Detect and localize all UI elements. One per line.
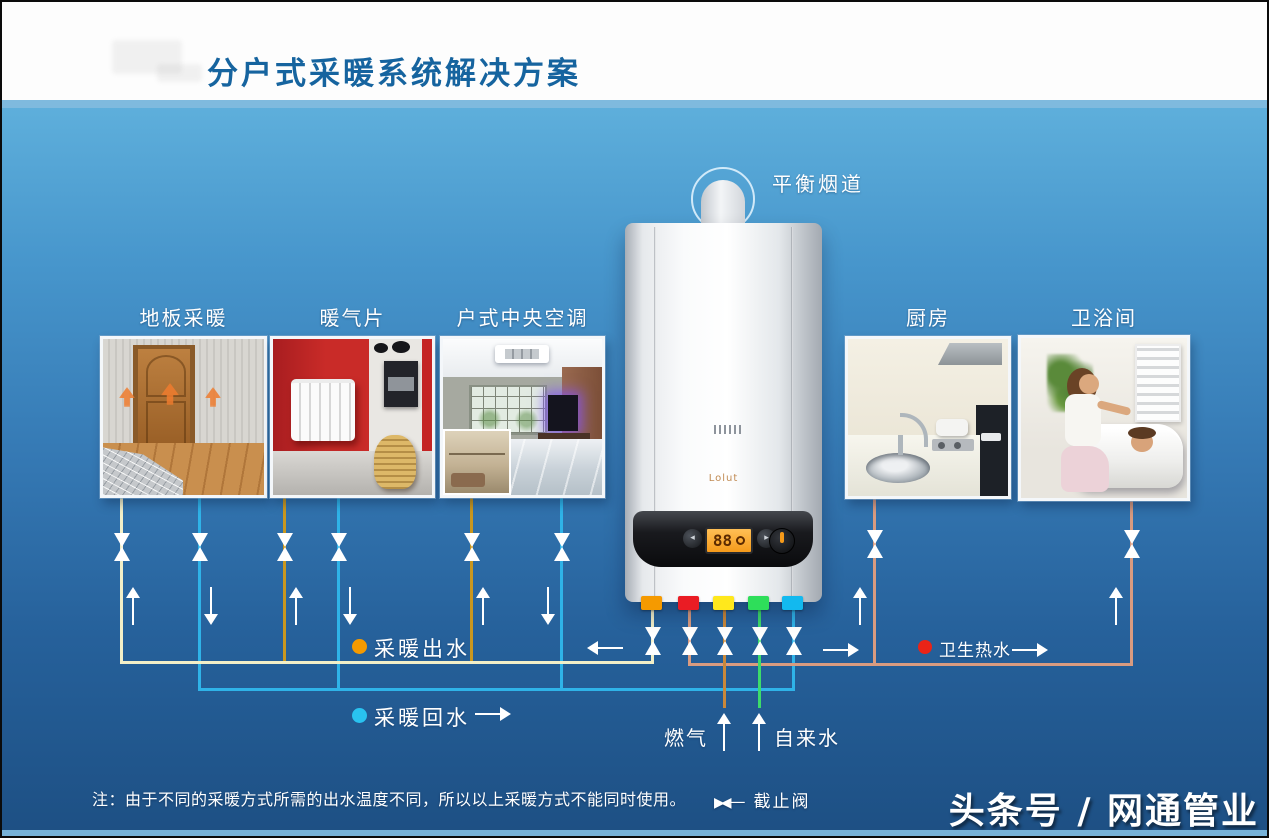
- heating-return-dot: [352, 708, 367, 723]
- boiler-connector-cyan: [782, 596, 803, 610]
- boiler-display-clock-icon: [736, 536, 746, 545]
- boiler-panel-seam: [654, 227, 656, 598]
- erased-logo-smudge: [112, 40, 182, 74]
- heating-outlet-label: 采暖出水: [374, 637, 470, 661]
- wall-hung-boiler: Lolut ◂ 88 ▸: [625, 223, 822, 610]
- valve-symbol-icon: ▶◀: [714, 795, 731, 811]
- sanitary-hot-water-label: 卫生热水: [939, 641, 1011, 661]
- pipe-gas: [723, 608, 726, 708]
- flow-arrow-up-icon: [476, 587, 490, 625]
- valve-legend-label: 截止阀: [753, 792, 811, 812]
- pipe-ac-outlet: [470, 498, 473, 664]
- pipe-outlet-main: [120, 661, 654, 664]
- boiler-panel-seam: [791, 227, 793, 598]
- boiler-display: 88: [705, 527, 753, 554]
- kt-sink: [866, 453, 930, 483]
- boiler-connector-red: [678, 596, 699, 610]
- pipe-sanitary-kitchen: [873, 499, 876, 665]
- footnote: 注：由于不同的采暖方式所需的出水温度不同，所以以上采暖方式不能同时使用。: [92, 790, 687, 809]
- kitchen-photo: [845, 336, 1011, 499]
- flue-label: 平衡烟道: [772, 172, 864, 196]
- flow-arrow-right-icon: [1012, 643, 1048, 657]
- pipe-sanitary-bathroom: [1130, 499, 1133, 665]
- boiler-button-left: ◂: [683, 529, 702, 548]
- bt-child: [1128, 427, 1156, 452]
- tapwater-label: 自来水: [774, 726, 840, 750]
- pipe-return-main: [198, 688, 795, 691]
- flow-arrow-left-icon: [587, 641, 623, 655]
- pipe-radiator-outlet: [283, 498, 286, 664]
- rd-oven: [384, 361, 418, 407]
- tapwater-inlet-arrow-icon: [752, 713, 766, 751]
- bt-mother-body: [1065, 394, 1101, 446]
- rd-red-strip: [422, 339, 432, 457]
- flow-arrow-right-icon: [475, 707, 511, 721]
- pipe-tapwater: [758, 608, 761, 708]
- boiler-connector-orange: [641, 596, 662, 610]
- boiler-display-value: 88: [712, 530, 733, 550]
- bathroom-photo: [1018, 335, 1190, 501]
- valve-legend: ▶◀—截止阀: [714, 792, 811, 812]
- fh-door: [138, 349, 190, 447]
- ac-window: [469, 385, 547, 435]
- boiler-knob: [769, 528, 795, 554]
- flow-arrow-up-icon: [289, 587, 303, 625]
- flow-arrow-down-icon: [343, 587, 357, 625]
- rd-sconce: [374, 343, 388, 353]
- room-label-floor-heating: 地板采暖: [139, 306, 228, 330]
- flow-arrow-up-icon: [853, 587, 867, 625]
- bt-mother-legs: [1061, 446, 1109, 492]
- room-label-radiator: 暖气片: [319, 306, 386, 330]
- ac-inset-photo: [443, 429, 511, 495]
- bt-mother-head: [1079, 374, 1099, 394]
- flue-pipe: [701, 180, 745, 225]
- room-label-bathroom: 卫浴间: [1071, 306, 1137, 330]
- bottom-strip: [2, 830, 1267, 836]
- kt-range-hood: [938, 343, 1002, 365]
- kt-faucet: [900, 413, 928, 447]
- kt-hob: [932, 439, 974, 451]
- radiator-photo: [270, 336, 435, 498]
- room-label-kitchen: 厨房: [906, 306, 950, 330]
- gas-label: 燃气: [664, 726, 708, 750]
- flow-arrow-up-icon: [126, 587, 140, 625]
- heating-outlet-dot: [352, 639, 367, 654]
- flow-arrow-down-icon: [204, 587, 218, 625]
- gas-inlet-arrow-icon: [717, 713, 731, 751]
- watermark: 头条号 / 网通管业: [948, 791, 1259, 832]
- rd-wicker-chair: [374, 435, 416, 489]
- rd-sconce: [392, 341, 410, 353]
- flow-arrow-down-icon: [541, 587, 555, 625]
- pipe-sanitary-main: [688, 663, 1133, 666]
- sanitary-hot-water-dot: [918, 640, 932, 654]
- room-label-central-ac: 户式中央空调: [456, 306, 589, 330]
- ac-cassette-unit: [495, 345, 549, 363]
- header: 分户式采暖系统解决方案: [2, 2, 1267, 100]
- bt-towel-radiator: [1135, 344, 1181, 422]
- boiler-brand: Lolut: [708, 473, 739, 484]
- pipe-ac-return: [560, 498, 563, 691]
- erased-logo-smudge: [157, 64, 202, 82]
- pipe-floorheating-outlet: [120, 498, 123, 664]
- flow-arrow-right-icon: [823, 643, 859, 657]
- floor-heating-photo: [100, 336, 267, 498]
- rd-radiator: [291, 379, 355, 441]
- kt-toaster: [936, 419, 968, 436]
- page-title: 分户式采暖系统解决方案: [207, 56, 581, 92]
- boiler-control-panel: ◂ 88 ▸: [633, 511, 813, 567]
- pipe-radiator-return: [337, 498, 340, 691]
- ac-tv: [548, 395, 578, 431]
- flow-arrow-up-icon: [1109, 587, 1123, 625]
- boiler-connector-green: [748, 596, 769, 610]
- heating-return-label: 采暖回水: [374, 706, 470, 730]
- pipe-floorheating-return: [198, 498, 201, 691]
- central-ac-photo: [440, 336, 605, 498]
- kt-black-cabinet: [976, 405, 1008, 496]
- boiler-connector-yellow: [713, 596, 734, 610]
- header-divider: [2, 100, 1267, 108]
- boiler-vents: [714, 425, 744, 434]
- ac-tv-stand: [538, 433, 590, 442]
